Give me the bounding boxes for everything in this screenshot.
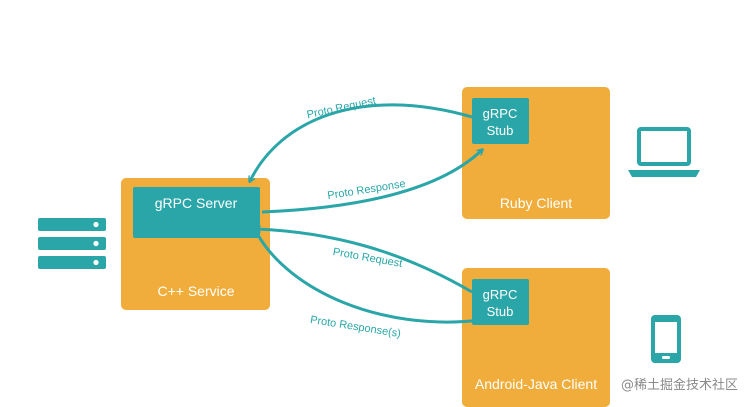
laptop-icon xyxy=(628,127,700,177)
ruby-client-title: Ruby Client xyxy=(500,195,572,211)
label-ruby-request: Proto Request xyxy=(306,95,377,121)
arrow-android-request xyxy=(256,229,473,294)
android-stub-line2: Stub xyxy=(487,304,514,319)
arrow-ruby-response xyxy=(261,150,482,214)
label-android-request: Proto Request xyxy=(332,246,403,270)
arrow-android-response xyxy=(256,234,482,322)
android-stub-line1: gRPC xyxy=(483,287,518,302)
ruby-client-box: gRPC Stub Ruby Client xyxy=(462,87,610,219)
android-client-title: Android-Java Client xyxy=(475,376,597,392)
grpc-server-label: gRPC Server xyxy=(155,195,238,211)
ruby-stub-line2: Stub xyxy=(487,123,514,138)
android-client-box: gRPC Stub Android-Java Client xyxy=(462,268,610,407)
cpp-service-title: C++ Service xyxy=(157,283,234,299)
grpc-server-box xyxy=(133,187,260,238)
label-android-response: Proto Response(s) xyxy=(309,314,401,340)
label-ruby-response: Proto Response xyxy=(327,178,407,202)
watermark-text: @稀土掘金技术社区 xyxy=(621,377,738,393)
ruby-stub-line1: gRPC xyxy=(483,106,518,121)
mobile-phone-icon xyxy=(651,315,681,363)
cpp-service-box: gRPC Server C++ Service xyxy=(121,178,270,310)
android-grpc-stub xyxy=(472,279,529,325)
server-rack-icon xyxy=(38,218,106,269)
arrow-ruby-request xyxy=(250,103,473,181)
ruby-grpc-stub xyxy=(472,98,529,144)
